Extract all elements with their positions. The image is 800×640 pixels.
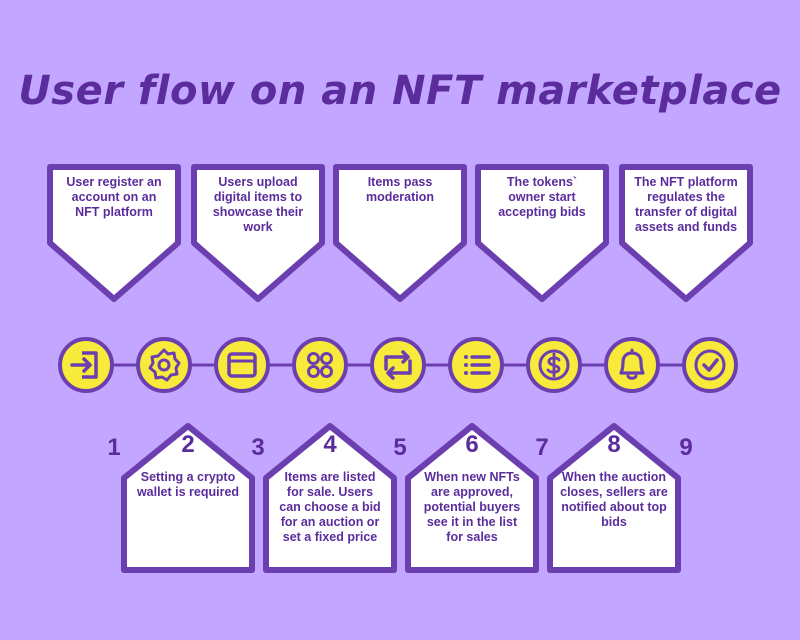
step-card-7: The tokens` owner start accepting bids 7	[474, 163, 610, 461]
card-shape	[475, 164, 609, 302]
card-shape	[333, 164, 467, 302]
step-text: The NFT platform regulates the transfer …	[634, 175, 738, 234]
step-text: When the auction closes, sellers are not…	[560, 470, 668, 529]
dollar-coin-icon	[526, 337, 582, 393]
step-card-6: 6 When new NFTs are approved, potential …	[404, 422, 540, 573]
grid-circles-icon	[292, 337, 348, 393]
step-number: 1	[107, 434, 121, 461]
step-card-4: 4 Items are listed for sale. Users can c…	[262, 422, 398, 573]
step-text: Items pass moderation	[365, 175, 435, 204]
card-shape	[619, 164, 753, 302]
step-number: 3	[251, 434, 265, 461]
step-text: Items are listed for sale. Users can cho…	[279, 470, 381, 544]
card-shape	[405, 423, 539, 573]
step-number: 9	[679, 434, 693, 461]
card-shape	[263, 423, 397, 573]
step-number: 5	[393, 434, 407, 461]
bell-icon	[604, 337, 660, 393]
step-card-3: Users upload digital items to showcase t…	[190, 163, 326, 461]
list-icon	[448, 337, 504, 393]
step-card-9: The NFT platform regulates the transfer …	[618, 163, 754, 461]
step-text: The tokens` owner start accepting bids	[498, 175, 586, 219]
step-card-1: User register an account on an NFT platf…	[46, 163, 182, 461]
step-card-8: 8 When the auction closes, sellers are n…	[546, 422, 682, 573]
step-number: 4	[323, 431, 337, 458]
step-text: User register an account on an NFT platf…	[66, 175, 162, 219]
step-text: Users upload digital items to showcase t…	[212, 175, 304, 234]
step-number: 6	[465, 431, 479, 458]
checkmark-icon	[682, 337, 738, 393]
gear-icon	[136, 337, 192, 393]
step-number: 2	[181, 431, 195, 458]
card-shape	[547, 423, 681, 573]
step-card-2: 2 Setting a crypto wallet is required	[120, 422, 256, 573]
sign-in-icon	[58, 337, 114, 393]
page-title: User flow on an NFT marketplace	[18, 68, 782, 114]
browser-window-icon	[214, 337, 270, 393]
step-text: When new NFTs are approved, potential bu…	[423, 470, 521, 544]
card-shape	[191, 164, 325, 302]
step-number: 7	[535, 434, 549, 461]
card-shape	[121, 423, 255, 573]
card-shape	[47, 164, 181, 302]
step-card-5: Items pass moderation 5	[332, 163, 468, 461]
step-text: Setting a crypto wallet is required	[136, 470, 240, 499]
refresh-arrows-icon	[370, 337, 426, 393]
step-number: 8	[607, 431, 621, 458]
